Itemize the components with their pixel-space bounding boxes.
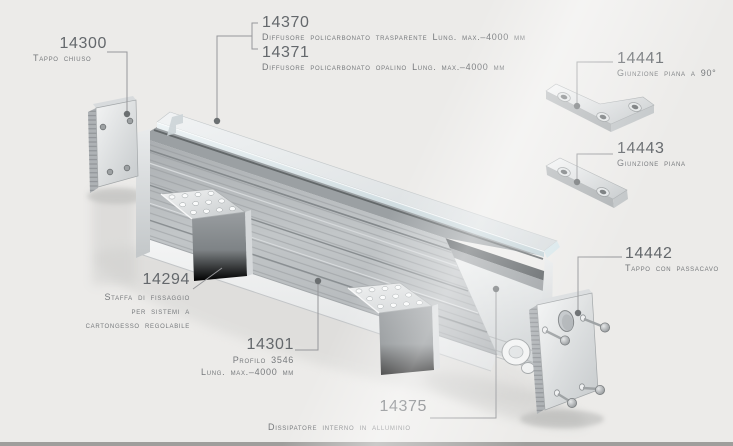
leader-14370 — [216, 35, 252, 118]
leader-14443 — [576, 153, 613, 179]
leader-14301 — [295, 284, 319, 351]
part-desc-14441: Giunzione piana a 90° — [617, 68, 717, 78]
part-desc-14294-line1: Staffa di fissaggio — [104, 292, 190, 302]
junction-plate-flat — [545, 157, 628, 208]
profile-shoulder — [140, 127, 544, 260]
part-desc-14301-line2: Lung. max.–4000 mm — [201, 366, 294, 377]
leader-14441 — [576, 61, 613, 103]
label-14442: 14442 Tappo con passacavo — [625, 245, 733, 275]
mounting-bracket-2 — [347, 282, 440, 375]
label-14375-desc: Dissipatore interno in alluminio — [268, 421, 411, 434]
label-14300: 14300 Tappo chiuso — [33, 35, 107, 65]
part-desc-14375: Dissipatore interno in alluminio — [268, 422, 411, 432]
part-desc-14370: Diffusore policarbonato trasparente Lung… — [262, 32, 526, 42]
leader-14294 — [192, 267, 223, 290]
part-desc-14301-line1: Profilo 3546 — [232, 355, 294, 365]
part-code-14370: 14370 — [262, 14, 310, 31]
part-code-14371: 14371 — [262, 43, 310, 61]
part-desc-14294-line3: cartongesso regolabile — [85, 320, 190, 330]
label-14301: 14301 Profilo 3546 Lung. max.–4000 mm — [144, 336, 294, 378]
leader-14375 — [430, 292, 497, 419]
label-14294: 14294 Staffa di fissaggio per sistemi a … — [40, 271, 190, 332]
leader-bracket-14370-71 — [251, 22, 258, 50]
part-code-14301: 14301 — [246, 336, 294, 353]
leader-dot-14442 — [574, 309, 582, 317]
leader-dot-14370 — [213, 117, 221, 125]
part-code-14375: 14375 — [379, 398, 427, 415]
end-cap-cable — [529, 289, 611, 414]
leader-dot-14441 — [573, 102, 581, 110]
part-code-14300: 14300 — [59, 35, 107, 52]
end-cap-closed — [88, 96, 139, 193]
mounting-bracket-1 — [160, 188, 253, 281]
part-code-14443: 14443 — [617, 140, 665, 157]
diffuser — [156, 111, 560, 258]
label-14375-code: 14375 — [327, 398, 427, 415]
leader-dot-14301 — [314, 277, 322, 285]
page-bottom-edge — [0, 442, 733, 446]
leader-14300 — [107, 51, 128, 112]
leader-dots — [123, 102, 582, 317]
junction-plate-90 — [545, 83, 655, 132]
part-desc-14300: Tappo chiuso — [33, 53, 92, 63]
leader-lines — [107, 22, 622, 419]
part-code-14441: 14441 — [617, 50, 665, 67]
junction-plate-flat-holes — [557, 167, 610, 197]
part-desc-14294-line2: per sistemi a — [131, 306, 190, 316]
part-desc-14443: Giunzione piana — [617, 158, 686, 168]
leader-14442 — [577, 256, 622, 311]
part-desc-14371: Diffusore policarbonato opalino Lung. ma… — [262, 61, 506, 72]
label-14443: 14443 Giunzione piana — [617, 140, 686, 170]
label-14441: 14441 Giunzione piana a 90° — [617, 50, 717, 80]
part-code-14294: 14294 — [142, 271, 190, 288]
cap-screw-heads — [560, 322, 611, 408]
leader-dot-14300 — [123, 110, 131, 118]
part-code-14442: 14442 — [625, 245, 673, 262]
junction-plate-90-holes — [557, 92, 642, 122]
label-14370-14371: 14370 Diffusore policarbonato trasparent… — [262, 14, 526, 73]
part-desc-14442: Tappo con passacavo — [625, 263, 719, 273]
leader-dot-14375 — [492, 285, 500, 293]
leader-dot-14443 — [573, 178, 581, 186]
end-cap-screws — [99, 117, 134, 176]
